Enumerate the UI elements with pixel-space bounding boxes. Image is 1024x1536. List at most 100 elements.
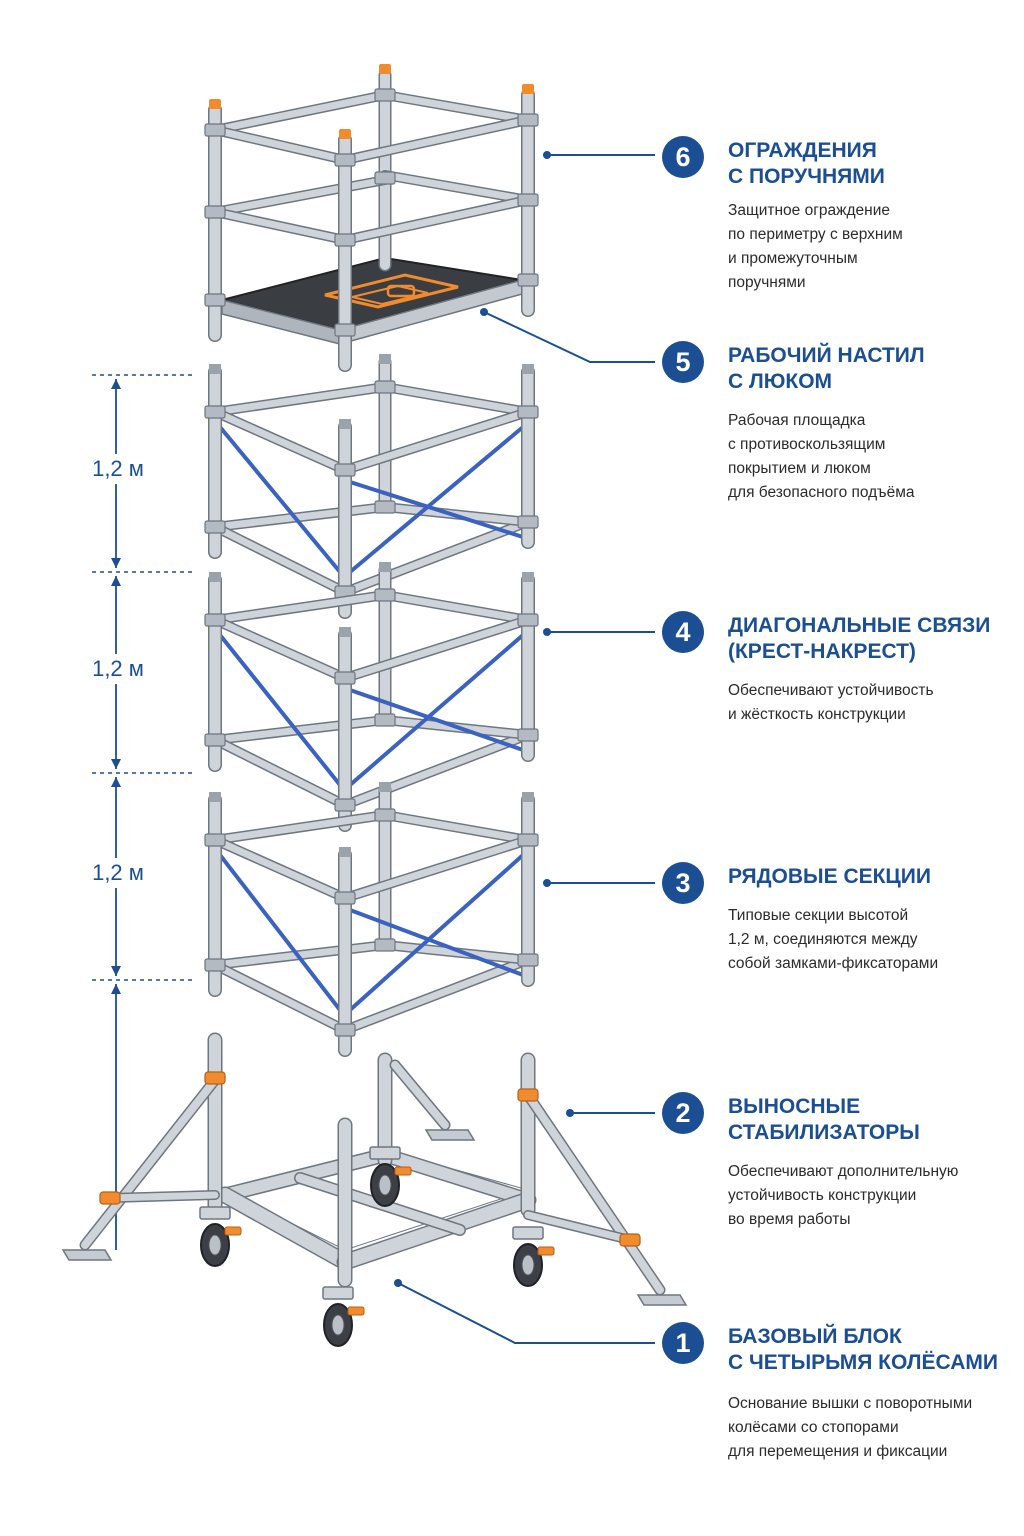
section-rail-fill [381, 941, 532, 964]
wheel-brake-pedal [537, 1246, 555, 1256]
diagonal-brace [348, 480, 525, 539]
wheel-hub [208, 1234, 222, 1256]
tube-clamp [374, 500, 396, 514]
dimension-label: 1,2 м [84, 454, 152, 484]
diagonal-brace [218, 853, 342, 1012]
callout-description: Обеспечивают устойчивость и жёсткость ко… [728, 682, 934, 723]
caster-mount [512, 1226, 544, 1240]
diagonal-brace [348, 908, 525, 977]
guardrail-module [204, 64, 539, 372]
callout-description: Основание вышки с поворотными колёсами с… [728, 1395, 973, 1460]
stabilizer-clamp [619, 1233, 641, 1247]
section-rail-fill [381, 383, 532, 416]
caster-wheel [369, 1146, 412, 1207]
tube-clamp [374, 171, 396, 185]
deck-hatch-inner [351, 284, 429, 306]
section-rail-fill [341, 616, 532, 682]
base-unit [199, 1032, 555, 1347]
tube-clamp [374, 808, 396, 822]
guardrail-rail-fill [211, 126, 349, 164]
section-rail-fill [381, 591, 532, 624]
section-rail-fill [381, 811, 532, 844]
tube-clamp [334, 233, 356, 247]
section-rail-fill [211, 716, 389, 744]
callout-title: РАБОЧИЙ НАСТИЛ С ЛЮКОМ [728, 344, 925, 393]
section-rail-fill [211, 736, 349, 809]
section-rail-fill [211, 961, 349, 1034]
dimension-arrow [111, 759, 121, 769]
caster-wheel [322, 1286, 365, 1347]
stabilizer-arm-fill [524, 1211, 634, 1244]
caster-mount [369, 1146, 401, 1160]
tube-clamp [374, 88, 396, 102]
tube-clamp [334, 153, 356, 167]
section-rail-fill [211, 503, 389, 531]
callout-description: Защитное ограждение по периметру с верхн… [728, 202, 903, 291]
hatch-handle [386, 284, 416, 298]
dimension-label: 1,2 м [84, 654, 152, 684]
callout-number-badge: 4 [662, 611, 704, 653]
post-cap [379, 782, 391, 792]
post-cap [339, 627, 351, 637]
row-section [204, 782, 539, 1057]
diagonal-brace [218, 633, 342, 787]
diagonal-brace [218, 425, 342, 574]
tube-clamp [517, 273, 539, 287]
guardrail-rail-fill [341, 116, 532, 164]
deck-hatch [324, 273, 459, 309]
post-cap [209, 572, 221, 582]
callout-number-badge: 6 [662, 136, 704, 178]
dimension-arrow [111, 966, 121, 976]
section-rail-fill [341, 518, 532, 596]
callout-number-badge: 5 [662, 341, 704, 383]
caster-mount [322, 1286, 354, 1300]
wheel-brake-pedal [347, 1306, 365, 1316]
tube-clamp [334, 323, 356, 337]
diagonal-brace [348, 853, 525, 1012]
diagonal-brace [348, 633, 525, 787]
tube-clamp [374, 588, 396, 602]
tube-clamp [204, 733, 226, 747]
stabilizer-foot-pad [424, 1129, 476, 1141]
post-cap [379, 354, 391, 364]
tube-clamp [374, 380, 396, 394]
tube-clamp [334, 463, 356, 477]
tube-clamp [204, 405, 226, 419]
tube-clamp [334, 798, 356, 812]
height-dimensions [92, 374, 192, 1250]
diagonal-brace [348, 688, 525, 752]
tube-clamp [334, 671, 356, 685]
tube-clamp [374, 713, 396, 727]
post-cap [339, 129, 351, 139]
callout-title: ВЫНОСНЫЕ СТАБИЛИЗАТОРЫ [728, 1095, 920, 1144]
tube-clamp [517, 613, 539, 627]
post-cap [379, 562, 391, 572]
callout-description: Рабочая площадка с противоскользящим пок… [728, 412, 915, 501]
tube-clamp [517, 193, 539, 207]
section-rail-fill [211, 383, 389, 416]
wheel-hub [521, 1254, 535, 1276]
tube-clamp [517, 728, 539, 742]
section-rail-fill [341, 956, 532, 1034]
guardrail-rail-fill [341, 196, 532, 244]
tube-clamp [517, 405, 539, 419]
post-cap [209, 99, 221, 109]
section-rail-fill [211, 408, 349, 474]
post-cap [379, 64, 391, 74]
callout-title: ОГРАЖДЕНИЯ С ПОРУЧНЯМИ [728, 139, 885, 188]
diagonal-brace [348, 425, 525, 574]
callout-number-badge: 1 [662, 1322, 704, 1364]
post-cap [209, 792, 221, 802]
callout-leader-lines [394, 151, 655, 1344]
tube-clamp [517, 113, 539, 127]
stabilizer-foot-pad [636, 1294, 688, 1306]
caster-mount [199, 1206, 231, 1220]
tube-clamp [334, 891, 356, 905]
tube-clamp [204, 958, 226, 972]
tube-clamp [204, 205, 226, 219]
tube-clamp [204, 123, 226, 137]
leader-line-5 [483, 311, 655, 363]
dimension-arrow [111, 558, 121, 568]
dimension-arrow [111, 379, 121, 389]
